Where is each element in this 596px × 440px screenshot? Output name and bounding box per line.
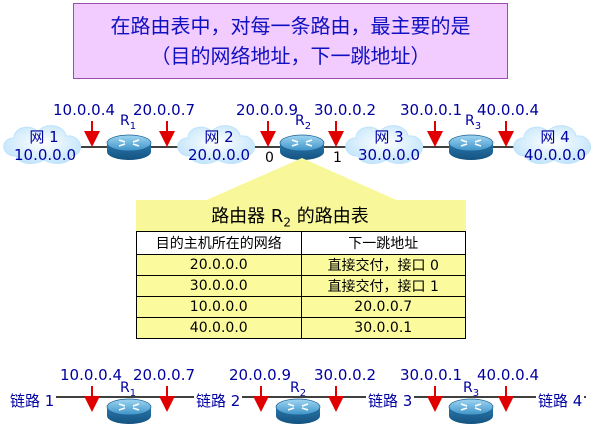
addr-label: 30.0.0.2 — [314, 101, 377, 119]
router-icon-r2-bottom — [275, 398, 321, 425]
addr-label: 30.0.0.1 — [400, 101, 463, 119]
addr-label: 10.0.0.4 — [53, 101, 116, 119]
link-label-3: 链路 3 — [366, 390, 415, 411]
network-address: 10.0.0.0 — [14, 146, 77, 164]
addr-label: 10.0.0.4 — [60, 366, 123, 384]
table-cell: 30.0.0.0 — [136, 275, 302, 297]
router-icon-r3-bottom — [448, 398, 494, 425]
routing-table: 目的主机所在的网络 下一跳地址 20.0.0.0 直接交付，接口 0 30.0.… — [136, 231, 466, 339]
network-address: 20.0.0.0 — [187, 146, 251, 164]
network-label-4: 网 4 40.0.0.0 — [522, 128, 588, 164]
router-icon-r2 — [279, 134, 325, 161]
network-name: 网 2 — [204, 128, 234, 146]
addr-label: 40.0.0.4 — [477, 101, 540, 119]
table-header: 目的主机所在的网络 — [136, 231, 302, 255]
network-name: 网 3 — [374, 128, 404, 146]
addr-label: 40.0.0.4 — [477, 366, 540, 384]
network-label-2: 网 2 20.0.0.0 — [186, 128, 252, 164]
network-address: 40.0.0.0 — [523, 146, 587, 164]
network-address: 30.0.0.0 — [357, 146, 421, 164]
table-header-row: 目的主机所在的网络 下一跳地址 — [136, 231, 466, 255]
router-name-r2-bottom: R2 — [290, 380, 307, 399]
router-icon-r3 — [448, 134, 494, 161]
addr-label: 20.0.0.9 — [229, 366, 292, 384]
table-cell: 10.0.0.0 — [136, 296, 302, 318]
link-label-4: 链路 4 — [536, 390, 585, 411]
port-1-label: 1 — [333, 150, 342, 166]
top-arrows — [84, 121, 514, 147]
table-cell: 40.0.0.0 — [136, 317, 302, 339]
header-line-2: （目的网络地址，下一跳地址） — [150, 44, 431, 68]
link-label-1: 链路 1 — [8, 390, 57, 411]
router-icon-r1-bottom — [106, 398, 152, 425]
router-name-r3: R3 — [465, 113, 482, 132]
router-name-r1-bottom: R1 — [120, 380, 137, 399]
header-line-1: 在路由表中，对每一条路由，最主要的是 — [110, 14, 471, 38]
table-header: 下一跳地址 — [300, 231, 466, 255]
port-0-label: 0 — [265, 150, 274, 166]
header-box: 在路由表中，对每一条路由，最主要的是 （目的网络地址，下一跳地址） — [73, 3, 508, 79]
table-row: 10.0.0.0 20.0.0.7 — [136, 296, 466, 318]
addr-label: 20.0.0.7 — [133, 101, 196, 119]
network-name: 网 4 — [540, 128, 570, 146]
network-name: 网 1 — [29, 128, 59, 146]
addr-label: 30.0.0.1 — [400, 366, 463, 384]
link-label-2: 链路 2 — [194, 390, 243, 411]
table-row: 40.0.0.0 30.0.0.1 — [136, 317, 466, 339]
network-label-3: 网 3 30.0.0.0 — [356, 128, 422, 164]
table-cell: 直接交付，接口 1 — [300, 275, 466, 297]
table-cell: 直接交付，接口 0 — [300, 254, 466, 276]
table-row: 20.0.0.0 直接交付，接口 0 — [136, 254, 466, 276]
router-icon-r1 — [106, 134, 152, 161]
addr-label: 30.0.0.2 — [314, 366, 377, 384]
addr-label: 20.0.0.9 — [236, 101, 299, 119]
router-name-r3-bottom: R3 — [463, 380, 480, 399]
table-title-bg — [136, 200, 466, 233]
router-name-r2: R2 — [295, 113, 312, 132]
router-name-r1: R1 — [120, 113, 137, 132]
network-label-1: 网 1 10.0.0.0 — [14, 128, 77, 164]
addr-label: 20.0.0.7 — [133, 366, 196, 384]
table-cell: 20.0.0.0 — [136, 254, 302, 276]
bottom-arrows — [84, 386, 514, 412]
routing-table-title: 路由器 R2 的路由表 — [211, 206, 369, 230]
table-cell: 30.0.0.1 — [300, 317, 466, 339]
table-row: 30.0.0.0 直接交付，接口 1 — [136, 275, 466, 297]
table-cell: 20.0.0.7 — [300, 296, 466, 318]
